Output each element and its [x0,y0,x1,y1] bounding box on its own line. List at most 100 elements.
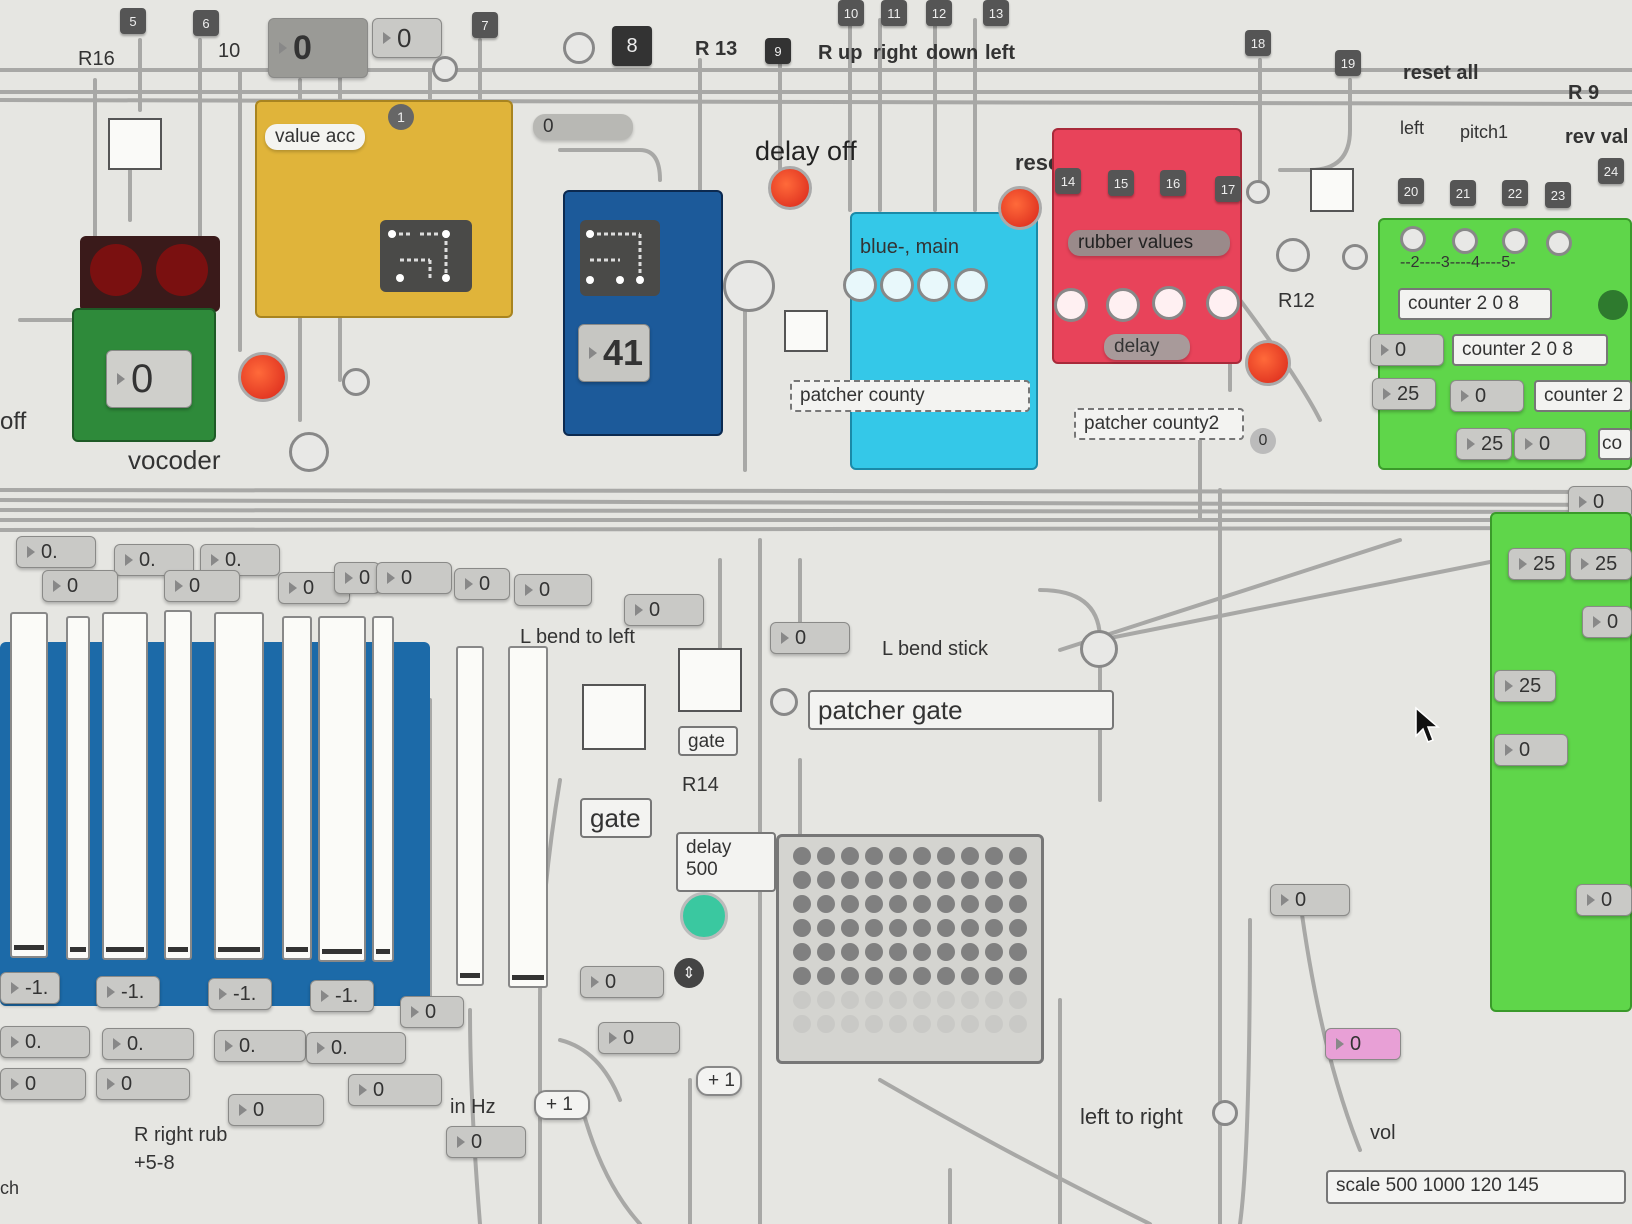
counter-number-1[interactable]: 0 [1370,334,1444,366]
counter-object-4[interactable]: co [1598,428,1632,460]
counter-number-25b[interactable]: 25 [1456,428,1512,460]
slider-6[interactable] [282,616,312,960]
lower-zero-box-3[interactable]: 0 [598,1022,680,1054]
delay-500-object[interactable]: delay 500 [676,832,776,892]
blue-main-bang-2[interactable] [880,268,914,302]
float-bottom-1[interactable]: 0. [0,1026,90,1058]
vocoder-number-box[interactable]: 0 [106,350,192,408]
counter-number-3[interactable]: 0 [1514,428,1586,460]
float-bottom-2[interactable]: 0. [102,1028,194,1060]
toggle-r16[interactable] [108,118,162,170]
slider-8[interactable] [372,616,394,962]
patcher-county[interactable]: patcher county [790,380,1030,412]
number-box-mid-right[interactable]: 0 [1270,884,1350,916]
int-box-7[interactable]: 0 [514,574,592,606]
counter-object-2[interactable]: counter 2 0 8 [1452,334,1608,366]
patcher-gate-object[interactable]: patcher gate [808,690,1114,730]
bend-stick-number[interactable]: 0 [770,622,850,654]
toggle-bend-left[interactable] [582,684,646,750]
float-box-1[interactable]: 0. [16,536,96,568]
red-bang-reset[interactable] [998,186,1042,230]
blue-main-bang-4[interactable] [954,268,988,302]
button-matrix[interactable] [776,834,1044,1064]
neg-box-3[interactable]: -1. [208,978,272,1010]
gate-object-small[interactable]: gate [678,726,738,756]
number-box-right-4[interactable]: 0 [1576,884,1632,916]
scale-object[interactable]: scale 500 1000 120 145 [1326,1170,1626,1204]
slider-5[interactable] [214,612,264,960]
blue-main-bang-1[interactable] [843,268,877,302]
float-bottom-3[interactable]: 0. [214,1030,306,1062]
toggle-gate[interactable] [678,648,742,712]
up-down-arrow-icon[interactable]: ⇕ [674,958,704,988]
bang-r12-a[interactable] [1276,238,1310,272]
int-bottom-1[interactable]: 0 [0,1068,86,1100]
blue-function-editor[interactable] [580,220,660,296]
number-box-25a[interactable]: 25 [1508,548,1566,580]
counter-bang-2[interactable] [1400,226,1426,252]
blue-main-bang-3[interactable] [917,268,951,302]
slider-7[interactable] [318,616,366,962]
message-zero-pill[interactable]: 0 [533,114,633,140]
bang-r12-small[interactable] [1246,180,1270,204]
int-box-1[interactable]: 0 [42,570,118,602]
slider-10[interactable] [508,646,548,988]
number-box-top-large[interactable]: 0 [268,18,368,78]
int-bottom-2[interactable]: 0 [96,1068,190,1100]
int-box-4[interactable]: 0 [334,562,380,594]
int-bottom-3[interactable]: 0 [348,1074,442,1106]
number-box-pink[interactable]: 0 [1325,1028,1401,1060]
rubber-bang-1[interactable] [1054,288,1088,322]
slider-2[interactable] [66,616,90,960]
lower-zero-box-2[interactable]: 0 [580,966,664,998]
slider-right-zero-box[interactable]: 0 [400,996,464,1028]
slider-1[interactable] [10,612,48,958]
bang-patcher-gate[interactable] [770,688,798,716]
red-bang-r12[interactable] [1245,340,1291,386]
blue-number-box[interactable]: 41 [578,324,650,382]
int-box-8[interactable]: 0 [624,594,704,626]
number-box-25b[interactable]: 25 [1570,548,1632,580]
number-box-right-2[interactable]: 0 [1582,606,1632,638]
neg-box-1[interactable]: -1. [0,972,60,1004]
counter-object-3[interactable]: counter 2 [1534,380,1632,412]
hz-number-box[interactable]: 0 [446,1126,526,1158]
bang-button-large[interactable] [723,260,775,312]
counter-number-25a[interactable]: 25 [1372,378,1436,410]
slider-4[interactable] [164,610,192,960]
slider-3[interactable] [102,612,148,960]
neg-box-4[interactable]: -1. [310,980,374,1012]
int-box-6[interactable]: 0 [454,568,510,600]
plus-one-object-a[interactable]: + 1 [534,1090,590,1120]
plus-one-object-b[interactable]: + 1 [696,1066,742,1096]
red-bang-delay-off[interactable] [768,166,812,210]
number-box-right-3[interactable]: 0 [1494,734,1568,766]
counter-bang-4[interactable] [1502,228,1528,254]
int-box-5[interactable]: 0 [376,562,452,594]
red-bang-vocoder[interactable] [238,352,288,402]
bang-r12-b[interactable] [1342,244,1368,270]
value-acc-function-editor[interactable] [380,220,472,292]
counter-bang-5[interactable] [1546,230,1572,256]
rubber-bang-4[interactable] [1206,286,1240,320]
neg-box-2[interactable]: -1. [96,976,160,1008]
counter-number-2[interactable]: 0 [1450,380,1524,412]
bang-button-small-a[interactable] [342,368,370,396]
toggle-reset-all[interactable] [1310,168,1354,212]
slider-9[interactable] [456,646,484,986]
rubber-bang-3[interactable] [1152,286,1186,320]
counter-object-1[interactable]: counter 2 0 8 [1398,288,1552,320]
bang-left-to-right[interactable] [1212,1100,1238,1126]
rubber-bang-2[interactable] [1106,288,1140,322]
number-box-top-small[interactable]: 0 [372,18,442,58]
bang-button-small-b[interactable] [289,432,329,472]
counter-bang-3[interactable] [1452,228,1478,254]
patcher-county2[interactable]: patcher county2 [1074,408,1244,440]
lower-zero-box-1[interactable]: 0 [228,1094,324,1126]
bang-button-top-small[interactable] [432,56,458,82]
toggle-delay[interactable] [784,310,828,352]
int-box-2[interactable]: 0 [164,570,240,602]
bang-button-top[interactable] [563,32,595,64]
gate-object-large[interactable]: gate [580,798,652,838]
bang-bend-stick[interactable] [1080,630,1118,668]
